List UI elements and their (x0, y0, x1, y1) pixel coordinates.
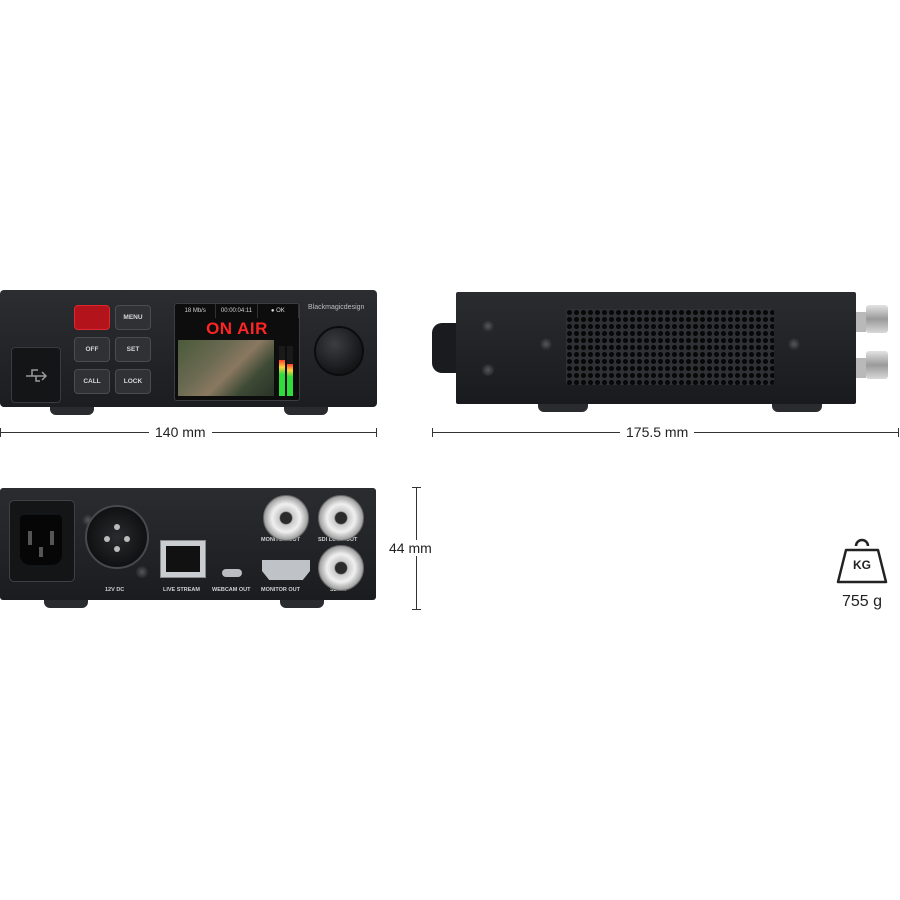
audio-meter-left (279, 346, 285, 396)
lcd-timecode: 00:00:04:11 (216, 304, 258, 318)
ethernet-port (160, 540, 206, 578)
on-air-button[interactable] (74, 305, 110, 330)
bnc-stem (856, 312, 866, 332)
port-label-ethernet: LIVE STREAM (163, 587, 200, 593)
port-label-usb: WEBCAM OUT (212, 587, 251, 593)
foot (284, 407, 328, 415)
screw (482, 320, 494, 332)
port-label-power: 12V DC (105, 587, 125, 593)
weight-icon-label: KG (853, 558, 871, 572)
lcd-screen: 18 Mb/s 00:00:04:11 ● OK ON AIR (174, 303, 300, 401)
bnc-connector (866, 351, 888, 379)
height-label: 44 mm (383, 540, 438, 556)
brand-logo: Blackmagicdesign (308, 304, 365, 311)
sdi-monitor-out-connector (263, 495, 309, 541)
audio-meter-right (287, 346, 293, 396)
width-label: 140 mm (149, 424, 212, 440)
screw (136, 566, 148, 578)
bnc-stem (856, 358, 866, 378)
weight-icon: KG (834, 536, 890, 586)
usb-port-plate (11, 347, 61, 403)
lcd-bitrate: 18 Mb/s (175, 304, 217, 318)
off-button[interactable]: OFF (74, 337, 110, 362)
hdmi-port (262, 560, 310, 580)
lcd-status-ok: ● OK (258, 304, 299, 318)
lcd-status-bar: 18 Mb/s 00:00:04:11 ● OK (175, 304, 299, 318)
power-inlet (9, 500, 75, 582)
dimension-tick (376, 428, 377, 437)
foot (280, 600, 324, 608)
dimension-tick (898, 428, 899, 437)
weight-value: 755 g (842, 593, 883, 610)
foot (44, 600, 88, 608)
port-label-hdmi: MONITOR OUT (261, 587, 301, 593)
xlr-power-connector (85, 505, 149, 569)
screw (482, 364, 494, 376)
depth-label: 175.5 mm (620, 424, 695, 440)
bnc-connector (866, 305, 888, 333)
lock-button[interactable]: LOCK (115, 369, 151, 394)
foot (538, 404, 588, 412)
set-button[interactable]: SET (115, 337, 151, 362)
foot (772, 404, 822, 412)
call-button[interactable]: CALL (74, 369, 110, 394)
on-air-indicator: ON AIR (206, 319, 268, 338)
usb-icon (26, 369, 48, 382)
dimension-tick (412, 609, 421, 610)
front-panel: MENU OFF SET CALL LOCK 18 Mb/s 00:00:04:… (0, 290, 377, 415)
video-preview (178, 340, 274, 396)
control-knob[interactable] (314, 326, 364, 376)
sdi-loop-out-connector (318, 495, 364, 541)
ventilation-grille (566, 309, 774, 385)
usb-c-port (222, 569, 242, 577)
foot (50, 407, 94, 415)
menu-button[interactable]: MENU (115, 305, 151, 330)
screw (788, 338, 800, 350)
screw (540, 338, 552, 350)
sdi-in-connector (318, 545, 364, 591)
